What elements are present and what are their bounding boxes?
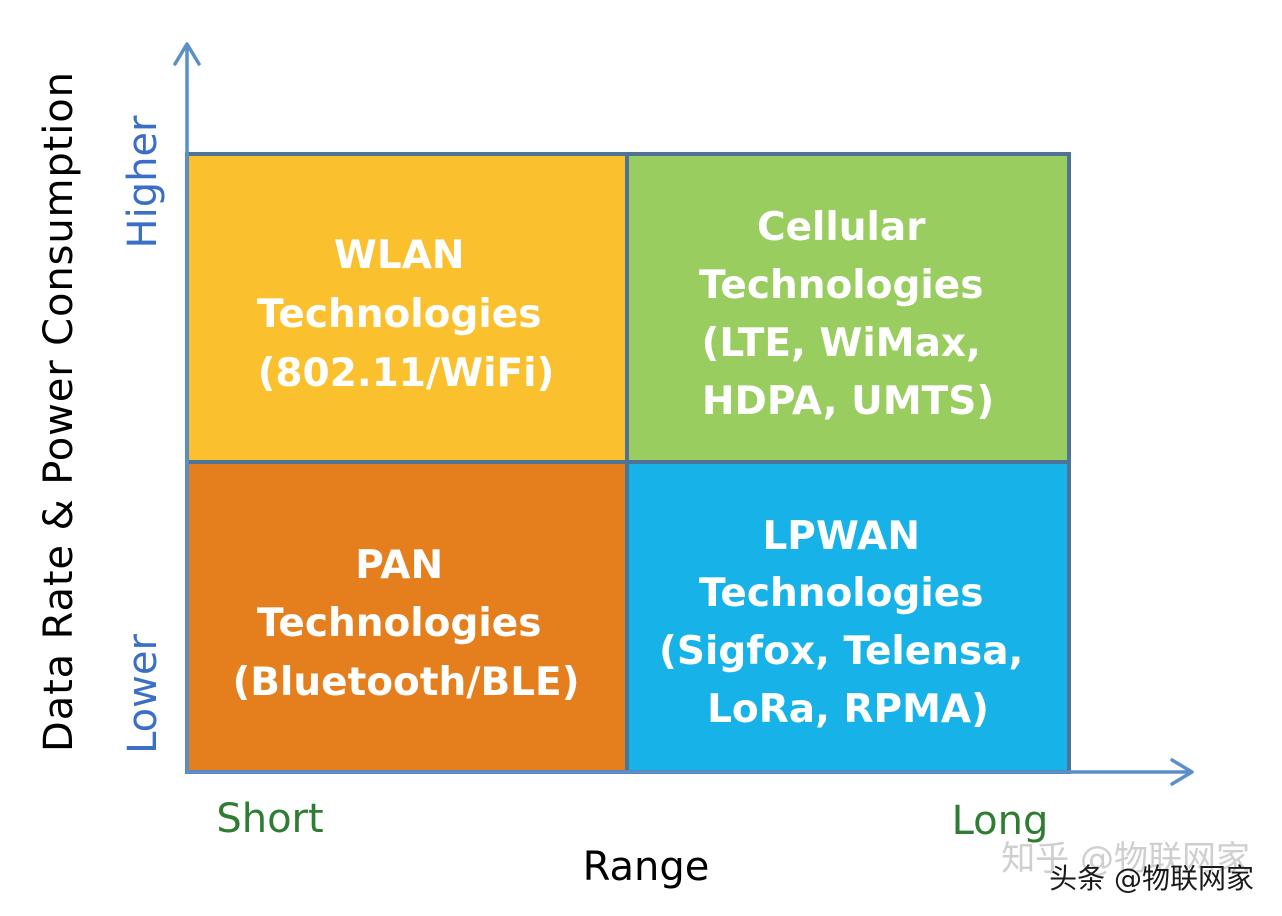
cellular-examples-line1: (LTE, WiMax, — [702, 321, 981, 366]
cellular-examples-line2: HDPA, UMTS) — [702, 379, 994, 424]
lpwan-quadrant-text: LPWAN Technologies (Sigfox, Telensa, LoR… — [659, 514, 1037, 732]
wlan-subtitle: Technologies — [257, 292, 541, 337]
lpwan-quadrant — [627, 462, 1069, 772]
y-axis-high-label: Higher — [120, 115, 166, 249]
x-axis-arrowhead — [1170, 758, 1194, 786]
pan-examples: (Bluetooth/BLE) — [232, 660, 579, 705]
pan-subtitle: Technologies — [257, 601, 541, 646]
axes — [173, 42, 1194, 786]
cellular-quadrant — [627, 154, 1069, 462]
wlan-quadrant — [187, 154, 627, 462]
lpwan-title: LPWAN — [762, 514, 920, 559]
y-axis-low-label: Lower — [120, 634, 166, 754]
y-axis-title: Data Rate & Power Consumption — [36, 72, 82, 752]
wlan-examples: (802.11/WiFi) — [258, 351, 555, 396]
watermark-toutiao: 头条 @物联网家 — [1049, 862, 1254, 895]
lpwan-examples-line1: (Sigfox, Telensa, — [659, 629, 1023, 674]
cellular-quadrant-text: Cellular Technologies (LTE, WiMax, HDPA,… — [699, 205, 997, 424]
wlan-title: WLAN — [334, 233, 465, 278]
watermark-zhihu: 知乎 @物联网家 — [1001, 839, 1250, 879]
pan-title: PAN — [355, 543, 443, 588]
x-axis-low-label: Short — [216, 796, 323, 842]
cellular-title: Cellular — [757, 205, 926, 250]
x-axis-high-label: Long — [952, 798, 1049, 844]
lpwan-examples-line2: LoRa, RPMA) — [707, 687, 989, 732]
x-axis-title: Range — [583, 844, 710, 890]
wlan-quadrant-text: WLAN Technologies (802.11/WiFi) — [257, 233, 555, 396]
pan-quadrant — [187, 462, 627, 772]
cellular-subtitle: Technologies — [699, 263, 983, 308]
lpwan-subtitle: Technologies — [699, 571, 983, 616]
y-axis-arrowhead — [173, 42, 201, 66]
pan-quadrant-text: PAN Technologies (Bluetooth/BLE) — [232, 543, 579, 705]
